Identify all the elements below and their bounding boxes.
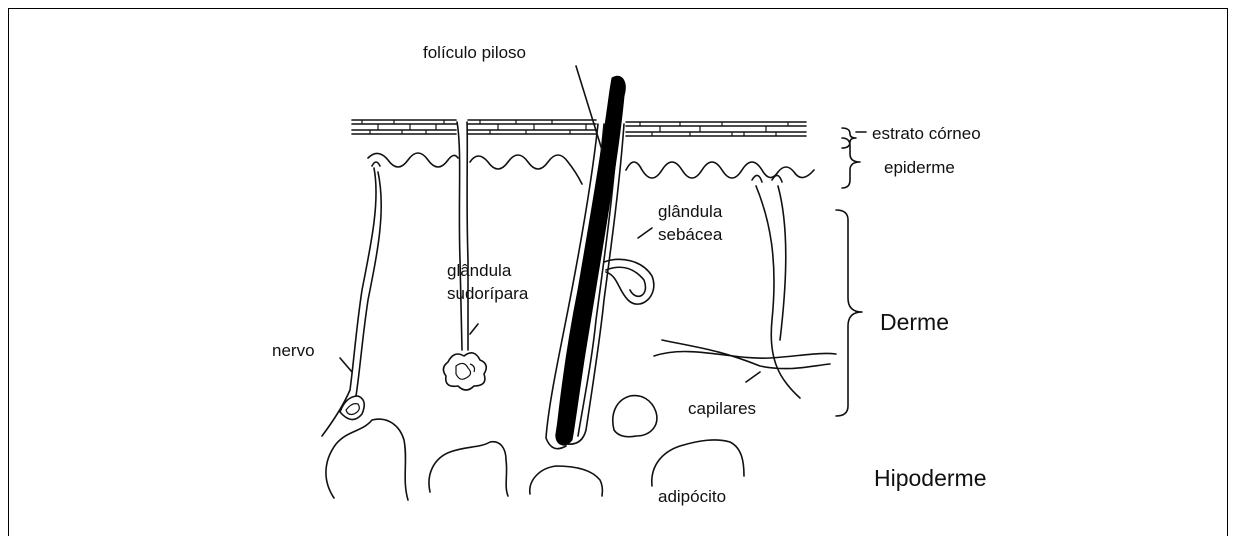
label-sweat-gland-2: sudorípara bbox=[447, 284, 529, 303]
sebaceous-gland bbox=[604, 259, 654, 304]
hair-shaft bbox=[556, 76, 625, 445]
label-hypodermis: Hipoderme bbox=[874, 465, 987, 491]
leader-capillaries bbox=[746, 372, 760, 382]
leader-sweat bbox=[470, 324, 478, 334]
label-hair-follicle: folículo piloso bbox=[423, 43, 526, 62]
label-capillaries: capilares bbox=[688, 399, 756, 418]
label-dermis: Derme bbox=[880, 309, 949, 335]
label-nerve: nervo bbox=[272, 341, 315, 360]
label-sweat-gland-1: glândula bbox=[447, 261, 512, 280]
leader-sebaceous bbox=[638, 228, 652, 238]
adipocytes bbox=[326, 396, 744, 500]
nerve bbox=[322, 162, 381, 436]
brace-dermis bbox=[836, 210, 862, 416]
label-sebaceous-gland-2: sebácea bbox=[658, 225, 723, 244]
label-epidermis: epiderme bbox=[884, 158, 955, 177]
label-stratum-corneum: estrato córneo bbox=[872, 124, 981, 143]
sweat-gland bbox=[443, 122, 486, 390]
stratum-corneum-layer bbox=[352, 120, 806, 136]
label-sebaceous-gland-1: glândula bbox=[658, 202, 723, 221]
brace-epidermis bbox=[842, 138, 860, 188]
leader-nerve bbox=[340, 358, 352, 372]
label-adipocyte: adipócito bbox=[658, 487, 726, 506]
